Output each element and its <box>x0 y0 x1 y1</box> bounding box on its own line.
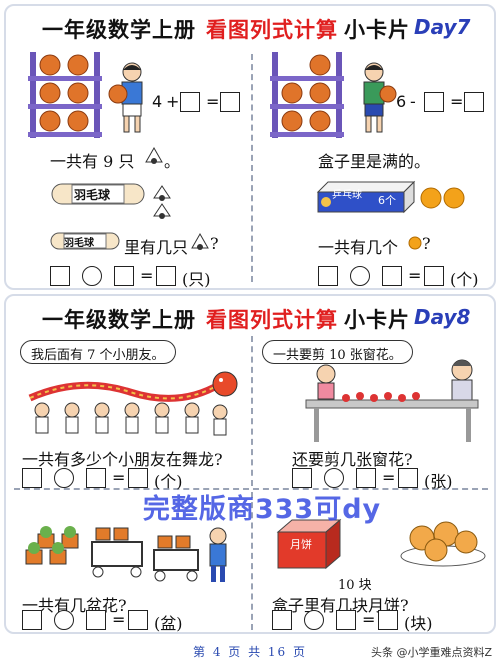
answer-result[interactable] <box>128 468 148 488</box>
watermark-text: 完整版商333可dy <box>142 494 382 525</box>
answer-operator[interactable] <box>82 266 102 286</box>
divider <box>251 54 253 282</box>
title-card: 小卡片 <box>344 307 410 332</box>
answer-blank-2[interactable] <box>86 610 106 630</box>
answer-operator[interactable] <box>304 610 324 630</box>
speech-bubble: 一共要剪 10 张窗花。 <box>262 340 413 364</box>
answer-blank-1[interactable] <box>272 610 292 630</box>
answer-unit: (个) <box>154 472 183 491</box>
answer-operator[interactable] <box>54 468 74 488</box>
title-topic: 看图列式计算 <box>206 17 338 42</box>
answer-unit: (只) <box>182 270 211 289</box>
q-mooncakes: 盒子里有几块月饼? <box>272 596 409 615</box>
answer-blank-1[interactable] <box>318 266 338 286</box>
mooncake-plate-icon <box>400 521 486 567</box>
eq-equals: = <box>206 92 220 111</box>
answer-blank-1[interactable] <box>22 468 42 488</box>
eq-blank-1[interactable] <box>424 92 444 112</box>
answer-result[interactable] <box>156 266 176 286</box>
q-tube-count: 里有几只 <box>124 238 189 257</box>
title-grade: 一年级数学上册 <box>42 17 196 42</box>
title-topic: 看图列式计算 <box>206 307 338 332</box>
answer-blank-2[interactable] <box>356 468 376 488</box>
card-day7: 一年级数学上册 看图列式计算 小卡片 Day7 4 + = 一共有 9 只 <box>4 4 496 290</box>
source-credit: 头条 @小学重难点资料Z <box>370 646 492 659</box>
box-label: 月饼 <box>290 538 312 551</box>
answer-result[interactable] <box>128 610 148 630</box>
title-grade: 一年级数学上册 <box>42 307 196 332</box>
box-count: 6个 <box>378 194 396 207</box>
answer-result[interactable] <box>378 610 398 630</box>
q-total-shuttlecocks: 一共有 9 只 <box>50 152 135 171</box>
shuttlecock-tube-icon <box>51 183 145 205</box>
paper-cutting-table-icon <box>305 359 479 442</box>
title-card: 小卡片 <box>344 17 410 42</box>
card-title: 一年级数学上册 看图列式计算 小卡片 Day7 <box>6 14 494 44</box>
tube-label-small: 羽毛球 <box>64 238 94 249</box>
basketball-shelf-icon <box>270 52 344 138</box>
eq-equals: = <box>450 92 464 111</box>
pingpong-balls-icon <box>420 187 465 209</box>
card-day8: 一年级数学上册 看图列式计算 小卡片 Day8 我后面有 7 个小朋友。 一共有… <box>4 294 496 634</box>
eq-blank-2[interactable] <box>220 92 240 112</box>
mooncake-box-icon <box>276 518 342 570</box>
answer-operator[interactable] <box>324 468 344 488</box>
q-paper-cuts: 还要剪几张窗花? <box>292 450 413 469</box>
shuttlecock-pair-icon <box>153 185 171 219</box>
speech-bubble: 我后面有 7 个小朋友。 <box>20 340 176 364</box>
eq-num-left: 4 <box>152 92 163 111</box>
basketball-shelf-icon <box>28 52 102 138</box>
eq-num-right: 6 <box>396 92 407 111</box>
divider <box>251 336 253 486</box>
pingpong-ball-icon <box>408 236 422 250</box>
answer-result[interactable] <box>398 468 418 488</box>
boy-with-balls-icon <box>108 62 143 133</box>
box-label: 乒乓球 <box>332 190 362 201</box>
eq-blank-2[interactable] <box>464 92 484 112</box>
pingpong-box-icon <box>316 180 416 214</box>
answer-blank-2[interactable] <box>114 266 134 286</box>
q-dragon-children: 一共有多少个小朋友在舞龙? <box>22 450 223 469</box>
divider <box>14 488 488 490</box>
answer-blank-2[interactable] <box>86 468 106 488</box>
answer-blank-2[interactable] <box>336 610 356 630</box>
shuttlecock-icon <box>191 232 209 250</box>
answer-blank-1[interactable] <box>292 468 312 488</box>
page-number: 第 4 页 共 16 页 <box>193 645 307 659</box>
eq-minus: - <box>410 92 416 111</box>
mooncake-count: 10 块 <box>338 578 372 593</box>
answer-operator[interactable] <box>54 610 74 630</box>
boy-with-ball-icon <box>363 62 397 133</box>
answer-unit: (张) <box>424 472 453 491</box>
shuttlecock-icon <box>145 146 163 164</box>
answer-unit: (块) <box>404 614 433 633</box>
answer-blank-1[interactable] <box>50 266 70 286</box>
shuttlecock-tube-small-icon <box>50 232 120 250</box>
title-day: Day8 <box>414 305 471 329</box>
card-title: 一年级数学上册 看图列式计算 小卡片 Day8 <box>6 304 494 334</box>
answer-unit: (盆) <box>154 614 183 633</box>
eq-plus: + <box>166 92 180 111</box>
dragon-dance-children-icon <box>28 371 238 436</box>
q-total-balls: 一共有几个 <box>318 238 399 257</box>
tube-label: 羽毛球 <box>74 188 111 202</box>
flower-carts-icon <box>25 526 227 582</box>
answer-unit: (个) <box>450 270 479 289</box>
answer-operator[interactable] <box>350 266 370 286</box>
eq-blank-1[interactable] <box>180 92 200 112</box>
answer-blank-1[interactable] <box>22 610 42 630</box>
title-day: Day7 <box>414 15 471 39</box>
divider <box>251 492 253 630</box>
answer-blank-2[interactable] <box>382 266 402 286</box>
answer-result[interactable] <box>424 266 444 286</box>
q-box-full: 盒子里是满的。 <box>318 152 431 171</box>
